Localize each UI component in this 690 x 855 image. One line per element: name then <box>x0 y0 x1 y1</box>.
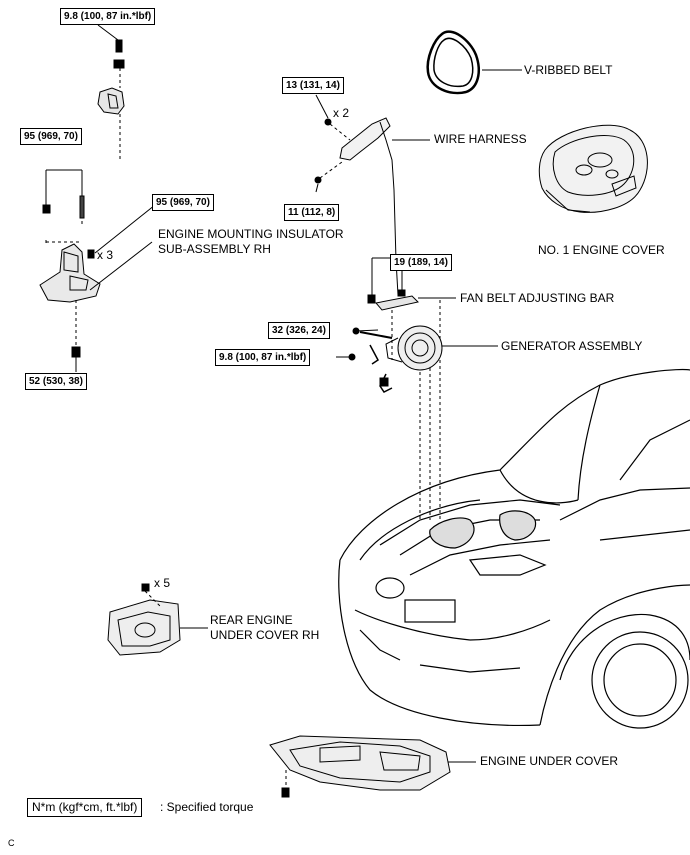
label-rear-under-cover-line1: REAR ENGINE <box>210 613 293 627</box>
label-rear-under-cover-line2: UNDER COVER RH <box>210 628 320 642</box>
multiplier-under-cover: x 5 <box>154 576 171 590</box>
torque-spec-generator-bolt: 32 (326, 24) <box>268 322 330 339</box>
torque-spec-generator-nut: 9.8 (100, 87 in.*lbf) <box>215 349 311 366</box>
generator-assembly-drawing <box>348 325 498 520</box>
legend-description: : Specified torque <box>160 800 254 814</box>
multiplier-wire-harness: x 2 <box>333 106 350 120</box>
multiplier-mount-nuts: x 3 <box>97 248 114 262</box>
fan-belt-adjusting-bar-drawing <box>367 257 456 520</box>
engine-cover-drawing <box>538 124 648 213</box>
vehicle-drawing <box>338 368 690 729</box>
leader-lines <box>97 24 379 358</box>
label-engine-mounting-line2: SUB-ASSEMBLY RH <box>158 242 271 256</box>
torque-spec-mount-lower-bolt: 52 (530, 38) <box>25 373 87 390</box>
torque-spec-mount-nuts: 95 (969, 70) <box>152 194 214 211</box>
legend-torque-units: N*m (kgf*cm, ft.*lbf) <box>27 798 143 817</box>
torque-spec-wire-harness-lower: 11 (112, 8) <box>284 204 340 221</box>
engine-mounting-insulator-drawing <box>39 39 156 372</box>
engine-under-cover-drawing <box>269 735 476 798</box>
torque-spec-wire-harness-upper: 13 (131, 14) <box>282 77 344 94</box>
torque-spec-top-mount-bolt: 9.8 (100, 87 in.*lbf) <box>60 8 156 25</box>
label-fan-belt-adjusting-bar: FAN BELT ADJUSTING BAR <box>460 291 615 305</box>
label-no1-engine-cover: NO. 1 ENGINE COVER <box>538 243 665 257</box>
label-v-ribbed-belt: V-RIBBED BELT <box>524 63 613 77</box>
label-engine-under-cover: ENGINE UNDER COVER <box>480 754 619 768</box>
label-generator-assembly: GENERATOR ASSEMBLY <box>501 339 643 353</box>
v-ribbed-belt-drawing <box>426 30 522 95</box>
torque-spec-adjusting-bar: 19 (189, 14) <box>390 254 452 271</box>
torque-spec-mount-bracket-bolts: 95 (969, 70) <box>20 128 82 145</box>
rear-engine-under-cover-drawing <box>107 583 208 656</box>
figure-id: C <box>8 838 15 848</box>
label-wire-harness: WIRE HARNESS <box>434 132 527 146</box>
label-engine-mounting-line1: ENGINE MOUNTING INSULATOR <box>158 227 344 241</box>
